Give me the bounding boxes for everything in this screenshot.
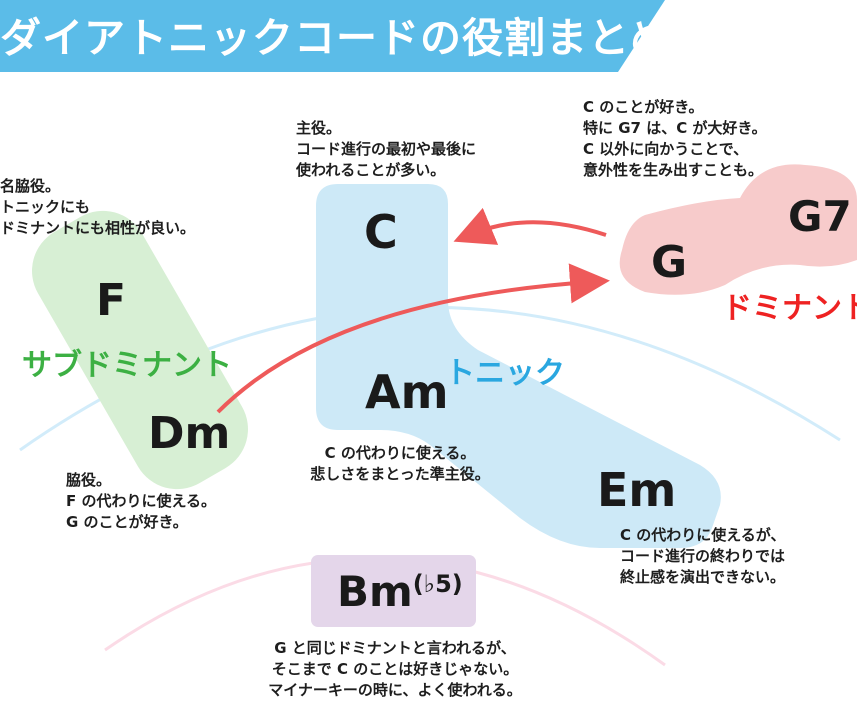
- note-dm: 脇役。 F の代わりに使える。 G のことが好き。: [66, 471, 217, 531]
- label-dominant: ドミナント: [722, 291, 857, 326]
- chord-dm: Dm: [148, 408, 231, 459]
- chord-bm-root: Bm: [337, 567, 413, 616]
- chord-am: Am: [365, 365, 449, 419]
- arrow-g-to-c: [453, 207, 607, 245]
- title-banner: [0, 0, 665, 72]
- chord-em: Em: [597, 463, 677, 517]
- note-bm: G と同じドミナントと言われるが、 そこまで C のことは好きじゃない。 マイナ…: [268, 639, 522, 699]
- chord-g7: G7: [788, 192, 852, 241]
- chord-c: C: [364, 205, 398, 259]
- label-subdominant: サブドミナント: [22, 348, 232, 383]
- tonic-zone: [316, 184, 721, 548]
- chord-bm-ext: (♭5): [412, 570, 463, 598]
- note-c: 主役。 コード進行の最初や最後に 使われることが多い。: [296, 119, 477, 179]
- bm-box: [311, 555, 476, 627]
- note-g: C のことが好き。 特に G7 は、C が大好き。 C 以外に向かうことで、 意…: [583, 98, 767, 179]
- note-f: 名脇役。 トニックにも ドミナントにも相性が良い。: [0, 177, 196, 237]
- dominant-zone: [619, 164, 857, 295]
- page-title: ダイアトニックコードの役割まとめ: [0, 14, 672, 62]
- note-em: C の代わりに使えるが、 コード進行の終わりでは 終止感を演出できない。: [620, 526, 786, 586]
- chord-f: F: [96, 275, 127, 326]
- arrow-dm-to-g: [216, 263, 610, 414]
- label-tonic: トニック: [445, 356, 565, 391]
- chord-bm: Bm(♭5): [337, 567, 463, 616]
- note-am: C の代わりに使える。 悲しさをまとった準主役。: [310, 444, 490, 483]
- subdominant-zone: [32, 210, 248, 490]
- chord-g: G: [651, 237, 688, 288]
